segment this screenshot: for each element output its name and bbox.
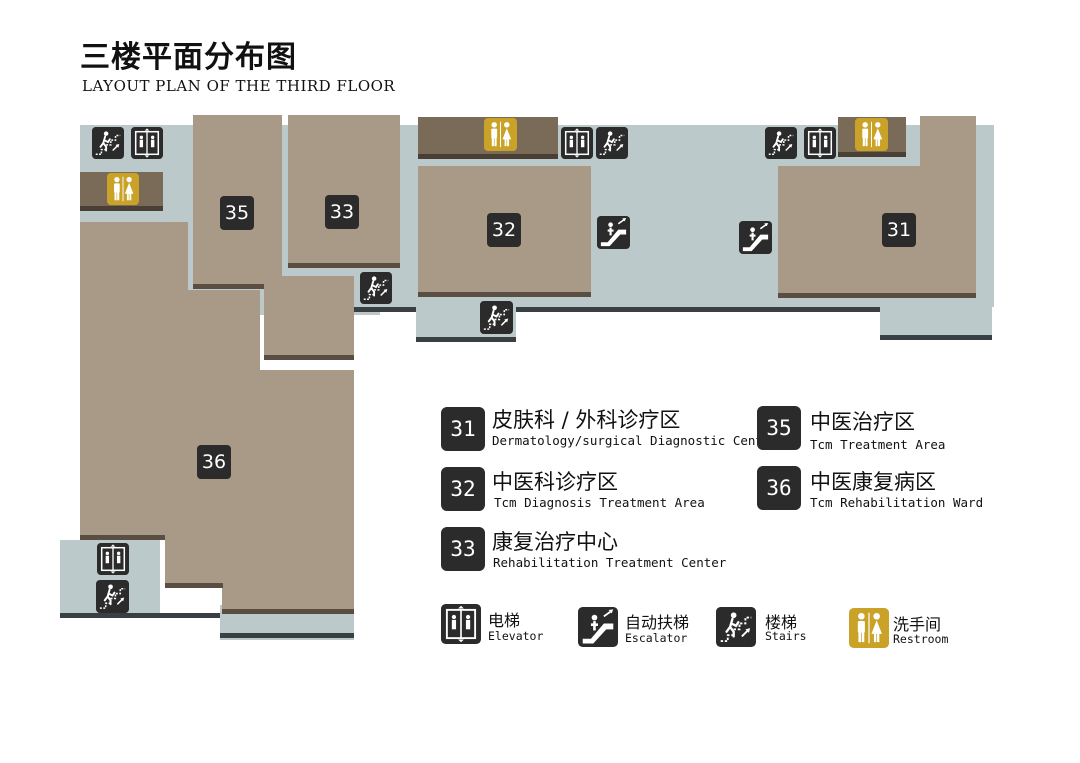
key-label-en: Elevator [488,629,544,643]
page-subtitle: LAYOUT PLAN OF THE THIRD FLOOR [82,77,396,95]
restroom-icon[interactable] [855,118,888,151]
legend-name-en: Rehabilitation Treatment Center [493,555,727,570]
page-title: 三楼平面分布图 [80,40,297,75]
key-label-en: Escalator [625,631,688,645]
room-33[interactable] [264,115,400,360]
elevator-icon[interactable] [804,127,836,159]
legend-name-cn: 中医科诊疗区 [492,470,618,494]
svg-text:33: 33 [330,201,354,223]
stairs-icon[interactable] [92,127,124,159]
escalator-icon[interactable] [597,216,630,249]
room-badge-31: 31 [882,213,916,247]
legend-name-cn: 中医治疗区 [810,410,915,434]
room-badge-35: 35 [220,196,254,230]
legend-name-cn: 康复治疗中心 [492,530,618,554]
key-label-cn: 洗手间 [893,615,942,634]
room-31[interactable] [778,116,976,298]
escalator-icon [578,607,618,647]
wall-lines [60,307,992,638]
stairs-icon[interactable] [480,301,513,334]
escalator-icon[interactable] [739,221,772,254]
legend-name-en: Tcm Diagnosis Treatment Area [494,495,705,510]
stairs-icon [716,607,756,647]
legend-name-en: Tcm Treatment Area [810,437,946,452]
svg-text:36: 36 [202,451,226,473]
key-label-en: Restroom [893,632,949,646]
restroom-icon[interactable] [484,118,517,151]
legend-name-en: Tcm Rehabilitation Ward [810,495,984,510]
key-label-cn: 电梯 [488,611,521,630]
room-badge-36: 36 [197,445,231,479]
key-label-en: Stairs [765,629,807,643]
legend-badge-33: 33 [441,527,485,571]
svg-text:35: 35 [225,202,249,224]
room-badge-32: 32 [487,213,521,247]
stairs-icon[interactable] [765,127,797,159]
elevator-icon[interactable] [131,127,163,159]
svg-text:32: 32 [492,219,516,241]
stairs-icon[interactable] [96,580,129,613]
legend-name-cn: 皮肤科 / 外科诊疗区 [492,408,681,432]
room-badge-33: 33 [325,195,359,229]
restroom-icon[interactable] [107,173,139,205]
elevator-icon[interactable] [97,543,129,575]
svg-text:31: 31 [887,219,911,241]
room-36[interactable] [80,222,354,614]
elevator-icon[interactable] [561,127,593,159]
elevator-icon [441,604,481,644]
key-label-cn: 自动扶梯 [625,613,690,632]
legend-name-en: Dermatology/surgical Diagnostic Center [492,433,778,448]
restroom-icon [849,608,889,648]
legend-badge-32: 32 [441,467,485,511]
legend-name-cn: 中医康复病区 [810,470,936,494]
legend-badge-35: 35 [757,406,801,450]
stairs-icon[interactable] [360,272,392,304]
key-label-cn: 楼梯 [765,613,798,632]
legend-badge-36: 36 [757,466,801,510]
legend-badge-31: 31 [441,407,485,451]
stairs-icon[interactable] [596,127,628,159]
